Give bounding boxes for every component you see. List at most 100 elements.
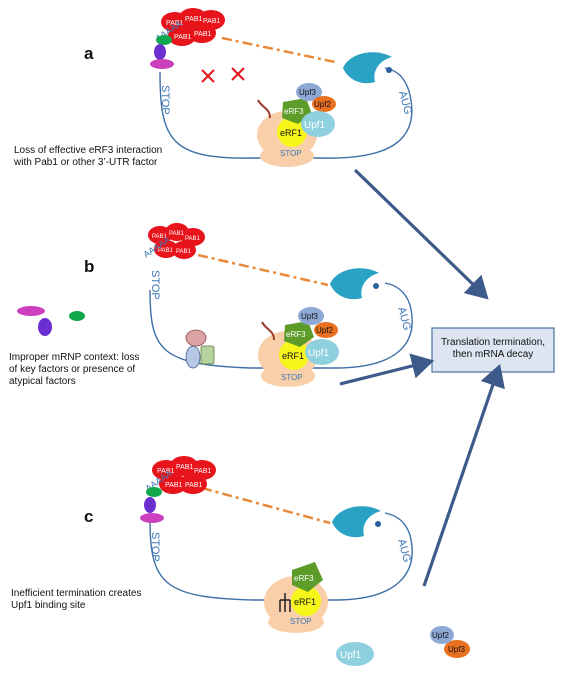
free-magenta-factor bbox=[17, 306, 45, 316]
arrow-from-c bbox=[422, 363, 505, 587]
stop-codon-label-a: STOP bbox=[159, 85, 171, 115]
upf2-label: Upf2 bbox=[314, 100, 331, 109]
pab1-label: PAB1 bbox=[152, 234, 168, 240]
upf1-label: Upf1 bbox=[304, 120, 326, 131]
erf3-label: eRF3 bbox=[286, 330, 306, 339]
cap-structure-b bbox=[330, 268, 379, 300]
upf2-protein bbox=[314, 322, 338, 338]
upf2-label: Upf2 bbox=[316, 326, 333, 335]
panel-letter-b: b bbox=[84, 257, 95, 276]
panel-c-diagram: STOP PAB1 PAB1 PAB1 PAB1 PAB1 AAAAA AUG … bbox=[140, 456, 470, 666]
outcome-box-label: Translation termination, then mRNA decay bbox=[440, 337, 546, 360]
cap-dot-b bbox=[373, 283, 379, 289]
cap-structure-a bbox=[343, 52, 392, 84]
ribosome-stop-label: STOP bbox=[290, 617, 312, 626]
pab1-protein bbox=[154, 240, 178, 258]
mrna-loop-b bbox=[149, 282, 413, 369]
upf3-protein bbox=[296, 83, 322, 101]
interaction-lost-cross-marks bbox=[201, 67, 245, 83]
erf3-label: eRF3 bbox=[284, 107, 304, 116]
erf1-protein bbox=[291, 586, 321, 616]
erf1-protein bbox=[279, 340, 309, 370]
free-green-factor bbox=[69, 311, 85, 321]
upf3-protein bbox=[430, 626, 454, 644]
pab1-cluster-b: PAB1 PAB1 PAB1 PAB1 PAB1 AAAAA bbox=[141, 223, 205, 260]
arrow-from-b bbox=[339, 353, 435, 386]
stop-codon-label-c: STOP bbox=[149, 532, 161, 562]
cap-dot-c bbox=[375, 521, 381, 527]
pab1-label: PAB1 bbox=[158, 248, 174, 254]
pab1-label: PAB1 bbox=[176, 249, 192, 255]
arrow-from-a bbox=[353, 168, 489, 300]
erf1-label: eRF1 bbox=[280, 128, 302, 138]
aug-label-b: AUG bbox=[395, 306, 413, 332]
pab1-label: PAB1 bbox=[157, 468, 174, 475]
green-factor bbox=[156, 35, 172, 45]
erf1-label: eRF1 bbox=[294, 597, 316, 607]
ribosome-complex-a: eRF1 eRF3 Upf3 Upf2 Upf1 STOP bbox=[257, 83, 336, 167]
ribosome-stop-label: STOP bbox=[281, 373, 303, 382]
magenta-factor bbox=[150, 59, 174, 69]
panel-b-diagram: STOP PAB1 PAB1 PAB1 PAB1 PAB1 AAAAA AUG bbox=[17, 223, 413, 387]
erf1-label: eRF1 bbox=[282, 351, 304, 361]
pab1-label: PAB1 bbox=[194, 31, 211, 38]
ribosome-lower bbox=[268, 611, 324, 633]
pab1-label: PAB1 bbox=[176, 464, 193, 471]
erf1-protein bbox=[277, 117, 307, 147]
ribosome-stop-label: STOP bbox=[280, 149, 302, 158]
aug-label-c: AUG bbox=[395, 538, 413, 564]
panel-caption-a: Loss of effective eRF3 interaction with … bbox=[14, 145, 163, 168]
ribosome-complex-b: eRF1 eRF3 Upf3 Upf2 Upf1 STOP bbox=[258, 307, 339, 387]
free-factors bbox=[17, 306, 85, 336]
upf2-protein bbox=[444, 640, 470, 658]
pab1-label: PAB1 bbox=[194, 468, 211, 475]
ribosome-lower bbox=[260, 145, 314, 167]
aug-label-a: AUG bbox=[396, 90, 414, 116]
free-upf-complex: Upf1 Upf3 Upf2 bbox=[336, 626, 470, 666]
upf3-label: Upf3 bbox=[301, 312, 318, 321]
nascent-peptide bbox=[257, 99, 271, 119]
panel-caption-c: Inefficient termination creates Upf1 bin… bbox=[11, 588, 142, 611]
magenta-factor bbox=[140, 513, 164, 523]
pab1-protein bbox=[188, 23, 216, 43]
pab1-label: PAB1 bbox=[185, 16, 202, 23]
ribosome-complex-c: eRF1 eRF3 STOP bbox=[264, 562, 328, 633]
mrna-loop-a bbox=[159, 67, 413, 159]
panel-a-diagram: STOP PAB1 PAB1 PAB1 PAB1 PAB1 AAAAA AUG bbox=[150, 8, 414, 167]
free-purple-factor bbox=[38, 318, 52, 336]
panel-letter-c: c bbox=[84, 507, 94, 526]
purple-factor bbox=[144, 497, 156, 513]
pab1-erf3-dash-line-a bbox=[221, 36, 336, 64]
pink-factor bbox=[185, 329, 207, 347]
panel-letter-a: a bbox=[84, 44, 94, 63]
pab1-label: PAB1 bbox=[203, 18, 220, 25]
upf3-label: Upf3 bbox=[299, 88, 316, 97]
upf2-protein bbox=[312, 96, 336, 112]
pab1-erf3-dash-line-b bbox=[197, 253, 329, 287]
pab1-label: PAB1 bbox=[169, 231, 185, 237]
pab1-label: PAB1 bbox=[165, 482, 182, 489]
pab1-label: PAB1 bbox=[174, 34, 191, 41]
cap-structure-c bbox=[332, 506, 381, 538]
pab1-protein bbox=[179, 474, 207, 494]
atypical-factor-cluster bbox=[185, 329, 215, 369]
pab1-protein bbox=[172, 241, 196, 259]
cap-dot-a bbox=[386, 67, 392, 73]
pab1-erf3-dash-line-c bbox=[201, 486, 331, 525]
upf1-protein bbox=[305, 339, 339, 365]
panel-caption-b: Improper mRNP context: loss of key facto… bbox=[9, 352, 140, 387]
upf1-label: Upf1 bbox=[308, 348, 330, 359]
erf3-protein bbox=[284, 321, 314, 347]
erf3-label: eRF3 bbox=[294, 574, 314, 583]
upf1-protein bbox=[301, 111, 335, 137]
upf3-label: Upf3 bbox=[448, 645, 465, 654]
stop-codon-label-b: STOP bbox=[149, 270, 161, 300]
upf3-protein bbox=[298, 307, 324, 325]
erf3-protein bbox=[292, 562, 323, 592]
green-factor bbox=[146, 487, 162, 497]
upf2-label: Upf2 bbox=[432, 631, 449, 640]
pab1-label: PAB1 bbox=[185, 482, 202, 489]
purple-factor bbox=[154, 44, 166, 60]
pab1-label: PAB1 bbox=[166, 20, 183, 27]
